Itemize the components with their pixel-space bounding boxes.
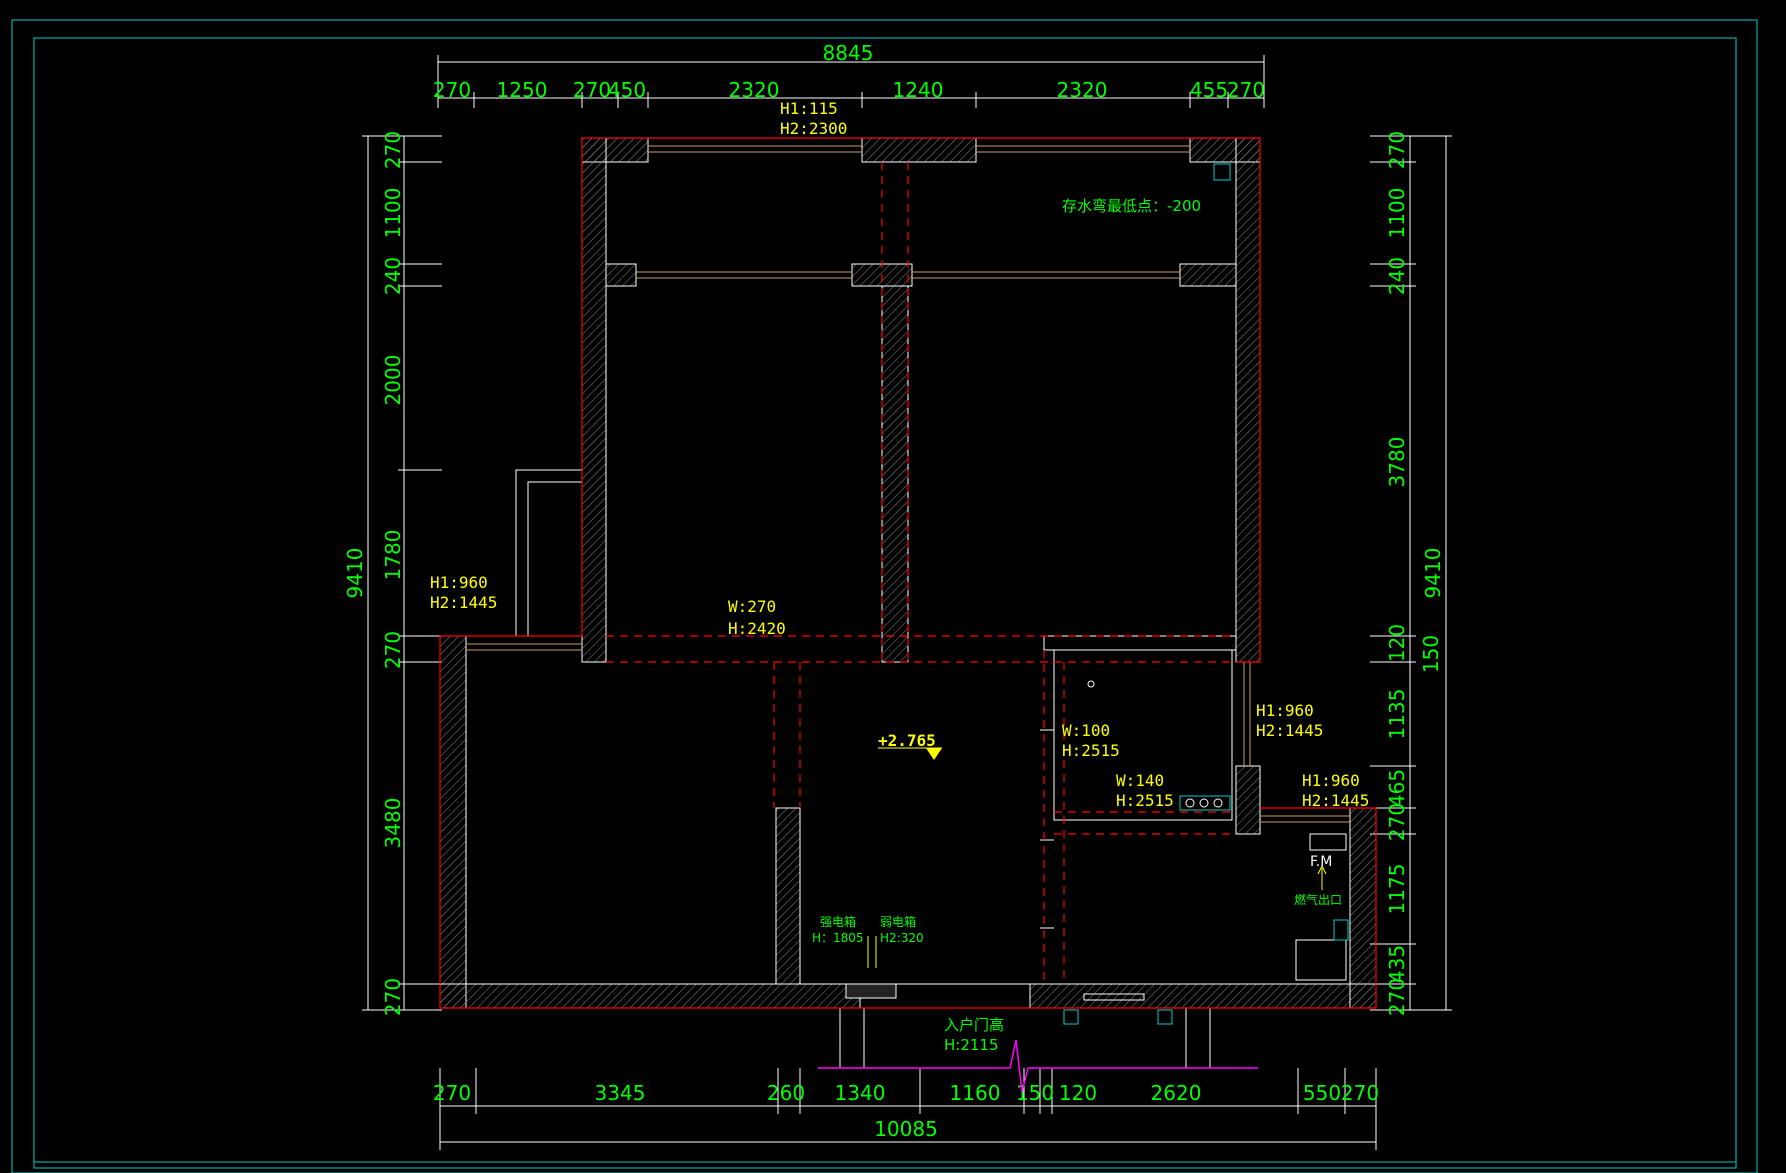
bottom-dim-6: 150 [1016, 1081, 1054, 1105]
left-dim-1: 270 [381, 131, 405, 169]
bottom-dim-10: 270 [1341, 1081, 1379, 1105]
left-dim-8: 270 [381, 978, 405, 1016]
gas-arrow [1317, 864, 1327, 890]
right-dim-2: 1100 [1385, 188, 1409, 239]
bottom-dim-3: 260 [767, 1081, 805, 1105]
bottom-dim-5: 1160 [950, 1081, 1001, 1105]
right-dim-1: 270 [1385, 131, 1409, 169]
kitchen-window-h1: H1:960 [1302, 771, 1360, 790]
left-window-h1: H1:960 [430, 573, 488, 592]
floor-elevation: +2.765 [878, 731, 936, 750]
weak-box-height: H2:320 [880, 931, 924, 945]
left-dim-7: 3480 [381, 798, 405, 849]
right-window-h1: H1:960 [1256, 701, 1314, 720]
right-dim-4: 3780 [1385, 437, 1409, 488]
kitchen-window-h2: H2:1445 [1302, 791, 1369, 810]
bottom-total-dimension: 10085 [874, 1117, 938, 1141]
bottom-dim-9: 550 [1303, 1081, 1341, 1105]
left-window-h2: H2:1445 [430, 593, 497, 612]
windows [466, 145, 1350, 823]
outer-frame [11, 19, 1758, 1173]
top-dim-3: 270 [573, 78, 611, 102]
left-dim-4: 2000 [381, 355, 405, 406]
bottom-dim-7: 120 [1059, 1081, 1097, 1105]
beam2-height: H:2515 [1062, 741, 1120, 760]
bottom-dim-4: 1340 [835, 1081, 886, 1105]
beam2-width: W:100 [1062, 721, 1110, 740]
strong-box-label: 强电箱 [820, 914, 856, 929]
right-dim-6: 150 [1419, 635, 1443, 673]
beam3-height: H:2515 [1116, 791, 1174, 810]
bottom-dim-1: 270 [433, 1081, 471, 1105]
top-dim-1: 270 [433, 78, 471, 102]
weak-box-label: 弱电箱 [880, 914, 916, 929]
bottom-dim-8: 2620 [1151, 1081, 1202, 1105]
right-dim-5: 120 [1385, 624, 1409, 662]
gas-meter-label: F.M [1310, 854, 1332, 870]
red-outline [439, 137, 1377, 1009]
entry-door-label: 入户门高 [944, 1016, 1004, 1034]
left-dim-2: 1100 [381, 188, 405, 239]
gas-outlet-label: 燃气出口 [1294, 892, 1342, 907]
top-window-h1: H1:115 [780, 99, 838, 118]
top-dim-5: 2320 [729, 78, 780, 102]
top-dim-2: 1250 [497, 78, 548, 102]
top-dim-9: 270 [1227, 78, 1265, 102]
left-dimensions [362, 135, 442, 1011]
right-dim-7: 1135 [1385, 689, 1409, 740]
beam-width: W:270 [728, 597, 776, 616]
top-total-dimension: 8845 [823, 41, 874, 65]
interior-lines [515, 161, 1349, 1068]
inner-frame [33, 37, 1737, 1169]
right-window-h2: H2:1445 [1256, 721, 1323, 740]
left-dim-6: 270 [381, 631, 405, 669]
trap-low-point: 存水弯最低点：-200 [1062, 197, 1201, 215]
top-dim-4: 450 [608, 78, 646, 102]
left-dim-5: 1780 [381, 530, 405, 581]
right-dim-11: 435 [1385, 945, 1409, 983]
bottom-dimensions [439, 1068, 1377, 1150]
walls [439, 137, 1377, 1009]
right-dim-8: 465 [1385, 769, 1409, 807]
right-dim-9: 270 [1385, 803, 1409, 841]
beam3-width: W:140 [1116, 771, 1164, 790]
top-window-h2: H2:2300 [780, 119, 847, 138]
right-dimensions [1370, 135, 1452, 1011]
beam-height: H:2420 [728, 619, 786, 638]
left-dim-3: 240 [381, 257, 405, 295]
break-line [818, 1039, 1258, 1093]
entry-door-height: H:2115 [944, 1036, 999, 1054]
elevation-marker [878, 747, 942, 760]
right-dim-12: 270 [1385, 978, 1409, 1016]
top-dim-7: 2320 [1057, 78, 1108, 102]
left-total-dimension: 9410 [343, 548, 367, 599]
right-total-dimension: 9410 [1421, 548, 1445, 599]
right-dim-10: 1175 [1385, 864, 1409, 915]
top-dim-6: 1240 [893, 78, 944, 102]
beam-lines [606, 162, 1236, 984]
top-dim-8: 455 [1190, 78, 1228, 102]
right-dim-3: 240 [1385, 257, 1409, 295]
electric-box-arrows [867, 936, 877, 968]
strong-box-height: H：1805 [812, 931, 864, 945]
bottom-dim-2: 3345 [595, 1081, 646, 1105]
top-dimensions [437, 55, 1265, 108]
